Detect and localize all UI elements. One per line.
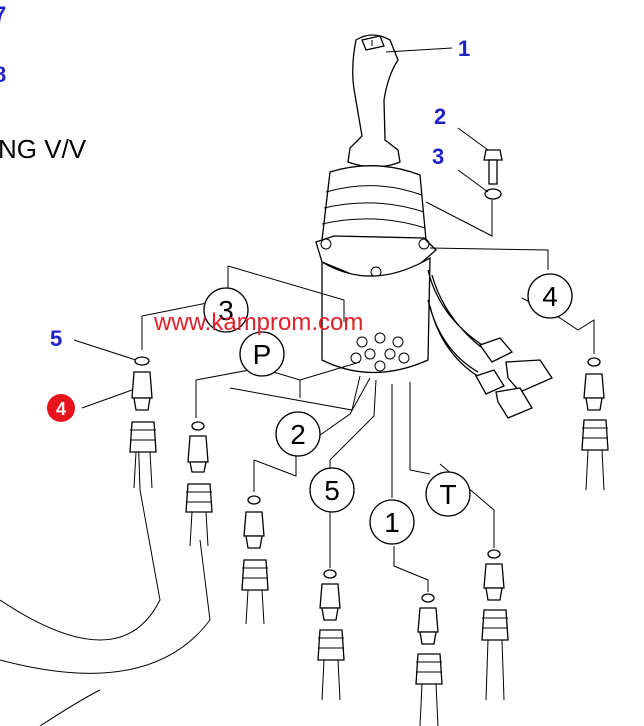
port-label-1: 1 [369,499,415,545]
callout-2: 2 [434,104,446,129]
cut-callout-second: 8 [0,62,6,87]
port-label-P: P [239,331,285,377]
port-label-2: 2 [275,411,321,457]
valve-body [315,165,437,374]
watermark: www.kamprom.com [153,309,363,336]
svg-text:3: 3 [218,295,234,326]
svg-text:4: 4 [56,399,66,419]
valve-title-fragment: NG V/V [0,134,87,164]
cut-callout-top: 7 [0,2,6,27]
port-label-5: 5 [309,467,355,513]
hose-curves [0,429,211,726]
port-label-T: T [425,471,471,517]
svg-text:T: T [439,479,456,510]
fittings [129,356,609,726]
mounting-bolt [483,149,503,200]
port-label-4: 4 [527,273,573,319]
callout-3: 3 [432,144,444,169]
svg-text:2: 2 [290,419,306,450]
callout-1: 1 [458,36,470,61]
wire-harness [427,269,553,419]
svg-text:P: P [253,339,272,370]
joystick-lever [347,34,401,168]
leader-lines [73,47,549,409]
svg-text:4: 4 [542,281,558,312]
svg-text:1: 1 [384,507,400,538]
svg-text:5: 5 [324,475,340,506]
callout-5: 5 [50,326,62,351]
port-label-3: 3 [203,287,249,333]
highlighted-callout-4: 4 [47,394,75,422]
